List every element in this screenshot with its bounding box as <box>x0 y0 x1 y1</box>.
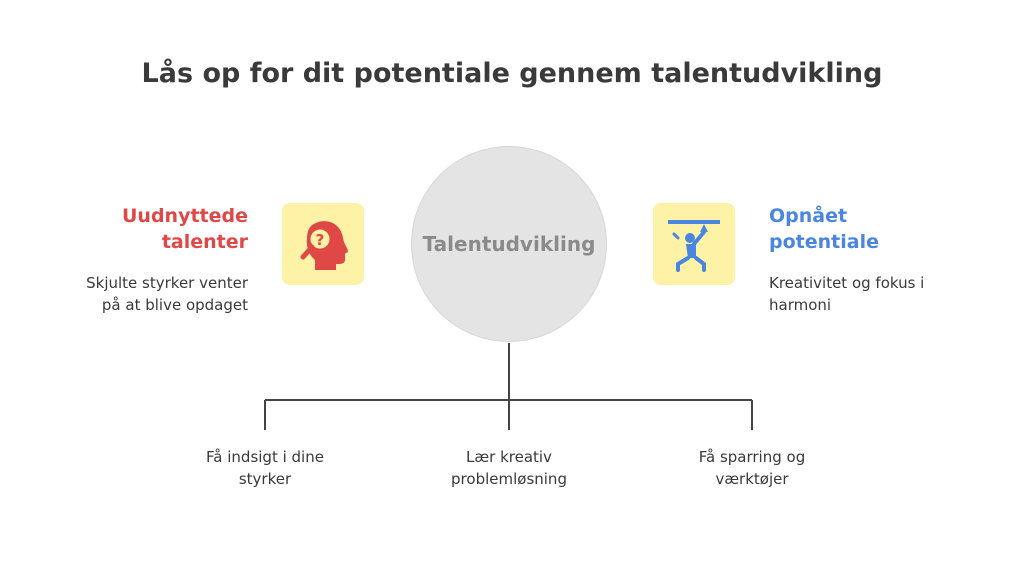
svg-text:?: ? <box>316 231 325 249</box>
branch-label-insight: Få indsigt i dine styrker <box>206 448 324 488</box>
diagram-title: Lås op for dit potentiale gennem talentu… <box>141 58 883 89</box>
head-question-magnifier-icon: ? <box>300 221 348 270</box>
right-title: Opnået potentiale <box>769 205 879 253</box>
branch-label-sparring: Få sparring og værktøjer <box>698 448 806 488</box>
right-description: Kreativitet og fokus i harmoni <box>769 274 925 314</box>
branch-label-creative: Lær kreativ problemløsning <box>451 448 567 488</box>
right-icon-box <box>653 203 735 285</box>
center-label: Talentudvikling <box>422 232 596 256</box>
left-title: Uudnyttede talenter <box>121 205 248 253</box>
left-icon-box: ? <box>282 203 364 285</box>
zipline-person-icon <box>668 220 720 272</box>
left-description: Skjulte styrker venter på at blive opdag… <box>86 274 248 314</box>
center-circle <box>411 146 607 342</box>
